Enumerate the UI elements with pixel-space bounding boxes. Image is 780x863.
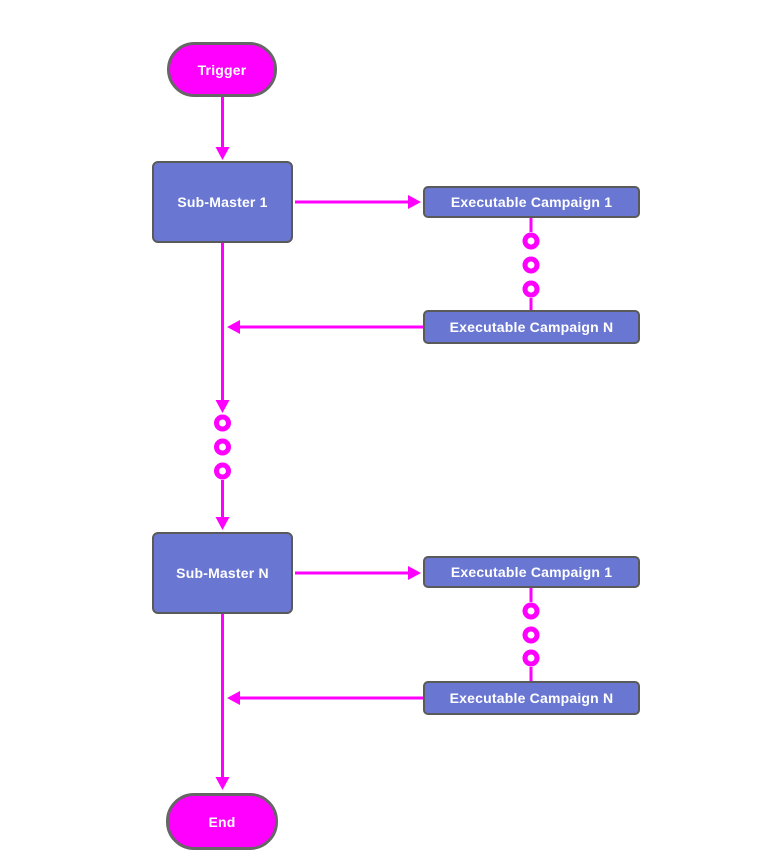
node-sub-master-n: Sub-Master N <box>152 532 293 614</box>
edge-campaign-ellipsis-bottom <box>522 588 540 681</box>
node-trigger: Trigger <box>167 42 277 97</box>
edge-campaignN-top-to-submaster1 <box>227 320 423 334</box>
edge-submaster1-to-campaign1-top <box>295 195 421 209</box>
node-end: End <box>166 793 278 850</box>
edge-campaign-ellipsis-top <box>522 218 540 310</box>
node-sub-master-1: Sub-Master 1 <box>152 161 293 243</box>
edge-trigger-to-submaster1 <box>215 97 230 160</box>
node-sub-master-1-label: Sub-Master 1 <box>177 194 268 210</box>
node-sub-master-n-label: Sub-Master N <box>176 565 269 581</box>
edge-submaster1-to-submasterN <box>214 243 231 530</box>
edge-campaignN-bottom-to-submasterN <box>227 691 423 705</box>
node-executable-campaign-n-bottom-label: Executable Campaign N <box>449 690 614 706</box>
node-trigger-label: Trigger <box>197 61 247 78</box>
node-executable-campaign-n-bottom: Executable Campaign N <box>423 681 640 715</box>
node-executable-campaign-n-top-label: Executable Campaign N <box>449 319 614 335</box>
node-executable-campaign-1-bottom-label: Executable Campaign 1 <box>450 564 613 580</box>
node-executable-campaign-1-bottom: Executable Campaign 1 <box>423 556 640 588</box>
edge-submasterN-to-campaign1-bottom <box>295 566 421 580</box>
node-executable-campaign-1-top-label: Executable Campaign 1 <box>450 194 613 210</box>
node-executable-campaign-1-top: Executable Campaign 1 <box>423 186 640 218</box>
node-executable-campaign-n-top: Executable Campaign N <box>423 310 640 344</box>
node-end-label: End <box>208 813 236 830</box>
edge-submasterN-to-end <box>215 614 230 790</box>
